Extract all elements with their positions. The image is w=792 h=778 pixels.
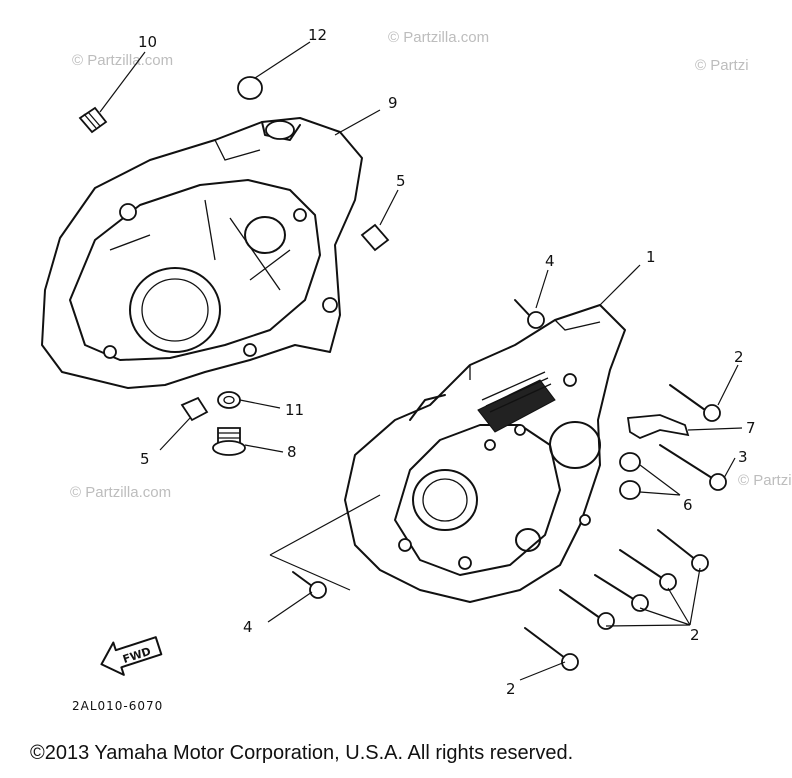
callout-label: 6 — [683, 496, 693, 514]
fwd-arrow-icon: FWD — [100, 636, 163, 676]
callout-label: 11 — [285, 401, 304, 419]
callout-label: 5 — [140, 450, 150, 468]
left-crankcase-half — [41, 117, 363, 389]
callout-label: 2 — [506, 680, 516, 698]
watermark: © Partzilla.com — [70, 484, 171, 501]
callout-label: 2 — [734, 348, 744, 366]
drain-fitting-9 — [78, 106, 108, 134]
callout-label: 1 — [646, 248, 656, 266]
callout-label: 9 — [388, 94, 398, 112]
callout-label: 3 — [738, 448, 748, 466]
callout-label: 8 — [287, 443, 297, 461]
callout-label: 4 — [243, 618, 253, 636]
drain-plug-10 — [212, 427, 246, 456]
watermark: © Partzil — [738, 472, 792, 489]
callout-label: 7 — [746, 419, 756, 437]
leader-lines — [99, 41, 743, 681]
callout-label: 12 — [308, 26, 327, 44]
diagram-code: 2AL010-6070 — [72, 699, 163, 713]
callout-label: 10 — [138, 33, 157, 51]
callout-label: 2 — [690, 626, 700, 644]
copyright-notice: ©2013 Yamaha Motor Corporation, U.S.A. A… — [30, 742, 574, 764]
dowel-pin-5 — [180, 223, 390, 422]
watermark: © Partzilla.com — [388, 29, 489, 46]
right-crankcase-half — [344, 304, 626, 603]
dowel-pin-6 — [619, 452, 641, 500]
watermark: © Partzi — [695, 57, 749, 74]
washer-11 — [217, 391, 241, 409]
clamp-7 — [626, 414, 690, 440]
bolts — [292, 299, 727, 671]
callout-label: 4 — [545, 252, 555, 270]
watermark: © Partzilla.com — [72, 52, 173, 69]
callout-numbers: 10 12 9 5 4 1 2 7 3 6 2 2 4 5 11 8 — [138, 26, 756, 698]
oil-seal-cap-12 — [237, 76, 263, 100]
callout-label: 5 — [396, 172, 406, 190]
